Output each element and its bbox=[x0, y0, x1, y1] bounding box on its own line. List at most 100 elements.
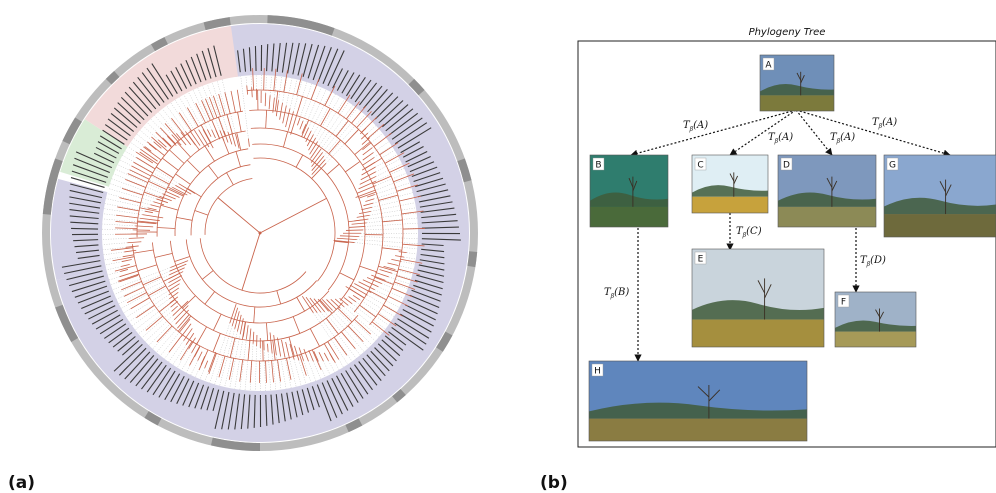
leaf-branch bbox=[135, 151, 154, 164]
internal-branch bbox=[212, 313, 222, 331]
leaf-label bbox=[421, 243, 444, 247]
internal-branch bbox=[202, 270, 214, 280]
thumb-tree bbox=[826, 176, 838, 207]
leaf-extension bbox=[168, 340, 184, 363]
leaf-label bbox=[201, 50, 212, 79]
leaf-extension bbox=[378, 286, 404, 299]
internal-branch bbox=[160, 204, 179, 211]
leaf-extension bbox=[293, 359, 302, 386]
leaf-branch bbox=[188, 337, 196, 350]
leaf-extension bbox=[308, 361, 317, 381]
leaf-label bbox=[69, 202, 101, 209]
leaf-branch bbox=[227, 131, 233, 145]
leaf-label bbox=[165, 74, 178, 94]
thumb-tree bbox=[628, 176, 638, 207]
leaf-extension bbox=[375, 172, 407, 186]
leaf-branch bbox=[169, 263, 187, 272]
internal-branch bbox=[299, 354, 307, 376]
internal-branch bbox=[364, 157, 383, 169]
internal-branch bbox=[335, 120, 349, 137]
leaf-label bbox=[302, 43, 313, 77]
internal-branch bbox=[117, 206, 140, 212]
leaf-label bbox=[332, 68, 343, 89]
leaf-label bbox=[75, 249, 99, 254]
ring-mark bbox=[55, 304, 79, 342]
leaf-label bbox=[296, 390, 304, 416]
leaf-branch bbox=[362, 142, 372, 151]
clade-arc bbox=[277, 322, 321, 340]
leaf-branch bbox=[251, 87, 253, 98]
image-node-g: G bbox=[883, 154, 996, 238]
internal-branch bbox=[155, 131, 172, 148]
leaf-label bbox=[388, 112, 419, 136]
leaf-label bbox=[75, 151, 113, 169]
thumb-ground bbox=[590, 206, 668, 227]
leaf-extension bbox=[141, 311, 172, 339]
leaf-branch bbox=[149, 143, 157, 151]
leaf-label bbox=[385, 108, 414, 132]
leaf-label bbox=[312, 45, 326, 81]
leaf-extension bbox=[103, 251, 125, 256]
leaf-extension bbox=[367, 125, 377, 134]
clade-arc bbox=[342, 116, 354, 126]
leaf-extension bbox=[313, 312, 349, 365]
thumb-border bbox=[691, 248, 825, 348]
clade-arc bbox=[232, 110, 243, 114]
leaf-branch bbox=[303, 127, 309, 138]
internal-branch bbox=[123, 286, 145, 297]
clade-arc bbox=[316, 101, 344, 117]
clade-arc bbox=[353, 124, 364, 135]
leaf-extension bbox=[104, 256, 124, 261]
leaf-label bbox=[71, 170, 107, 183]
internal-branch bbox=[200, 124, 212, 143]
leaf-label bbox=[382, 104, 409, 128]
leaf-branch bbox=[311, 163, 327, 179]
internal-branch bbox=[235, 151, 241, 167]
leaf-label bbox=[141, 361, 163, 390]
internal-branch bbox=[198, 349, 209, 371]
leaf-label bbox=[117, 336, 136, 352]
leaf-branch bbox=[125, 245, 139, 248]
clade-arc bbox=[227, 335, 258, 342]
leaf-extension bbox=[328, 311, 365, 352]
clade-arc bbox=[156, 218, 159, 237]
leaf-label bbox=[72, 164, 109, 178]
internal-branch bbox=[378, 194, 399, 201]
leaf-branch bbox=[301, 295, 314, 314]
leaf-extension bbox=[224, 331, 238, 388]
annotation-ring-marks bbox=[42, 15, 478, 451]
leaf-branch bbox=[124, 249, 137, 253]
leaf-label bbox=[358, 361, 378, 386]
internal-branch bbox=[400, 258, 423, 264]
clade-arc bbox=[398, 235, 404, 266]
internal-branch bbox=[295, 154, 304, 168]
leaf-extension bbox=[183, 94, 204, 130]
clade-arc bbox=[185, 239, 238, 304]
internal-branch bbox=[271, 360, 274, 383]
leaf-label bbox=[213, 45, 222, 76]
clade-arc bbox=[181, 178, 196, 200]
thumb-tag: G bbox=[889, 161, 896, 171]
ring-mark bbox=[408, 78, 425, 96]
leaf-label bbox=[194, 384, 205, 409]
image-node-d: D bbox=[777, 154, 877, 228]
leaf-branch bbox=[162, 137, 172, 147]
leaf-branch bbox=[120, 269, 129, 272]
internal-branch bbox=[151, 174, 170, 185]
internal-branch bbox=[218, 117, 226, 137]
thumb-tag: H bbox=[594, 367, 601, 377]
leaf-extension bbox=[267, 351, 271, 391]
leaf-branch bbox=[172, 300, 189, 316]
internal-branch bbox=[319, 299, 333, 314]
internal-branch bbox=[323, 343, 336, 363]
internal-branch bbox=[252, 68, 254, 91]
leaf-branch bbox=[181, 323, 192, 337]
leaf-label bbox=[371, 92, 394, 116]
circular-phylogeny-tree bbox=[42, 15, 478, 451]
clade-arc bbox=[165, 145, 174, 155]
leaf-label bbox=[69, 215, 99, 220]
leaf-label bbox=[336, 70, 349, 91]
clade-arc bbox=[168, 290, 201, 324]
internal-branch bbox=[274, 91, 279, 112]
clade-sector bbox=[50, 178, 108, 281]
